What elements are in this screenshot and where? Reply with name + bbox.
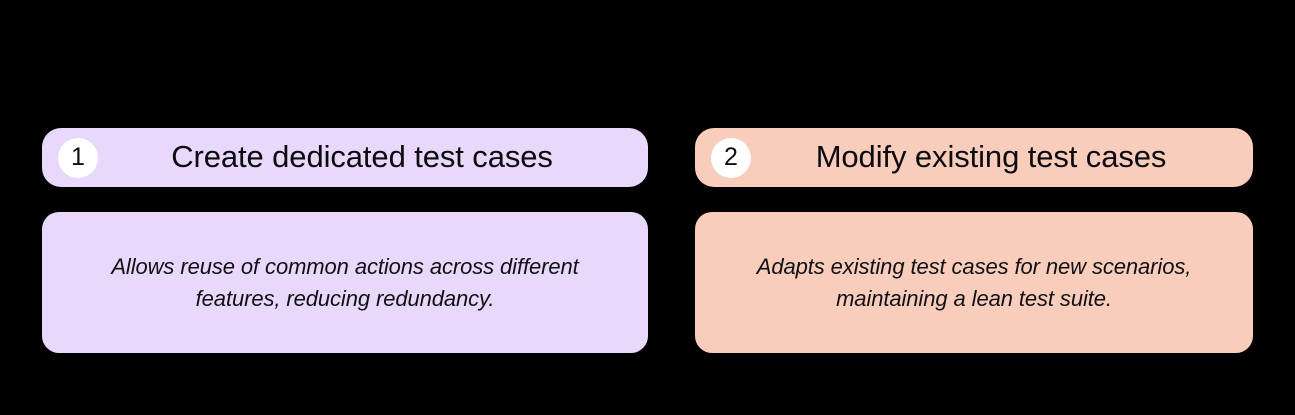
option-column-1: 1 Create dedicated test cases Allows reu… [42, 128, 648, 353]
option-description-text-1: Allows reuse of common actions across di… [111, 254, 579, 311]
option-title-1: Create dedicated test cases [171, 139, 553, 175]
option-title-2: Modify existing test cases [815, 139, 1167, 175]
option-column-2: 2 Modify existing test cases Adapts exis… [695, 128, 1253, 353]
option-description-card-2: Adapts existing test cases for new scena… [695, 212, 1253, 353]
option-description-text-2: Adapts existing test cases for new scena… [756, 254, 1192, 311]
option-header-2[interactable]: 2 Modify existing test cases [695, 128, 1253, 187]
step-number-badge-2: 2 [711, 137, 751, 178]
option-description-card-1: Allows reuse of common actions across di… [42, 212, 648, 353]
option-header-1[interactable]: 1 Create dedicated test cases [42, 128, 648, 187]
step-number-badge-1: 1 [58, 137, 98, 178]
